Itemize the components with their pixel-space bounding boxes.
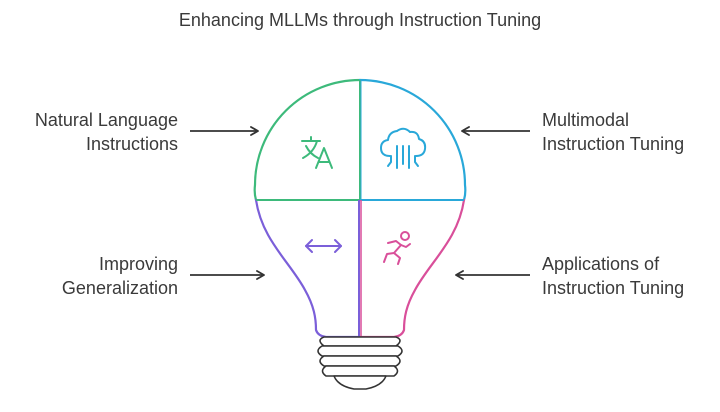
label-line: Multimodal [542,110,630,130]
label-line: Instruction Tuning [542,134,685,154]
bulb-quadrant-bottom-right [358,198,466,339]
label-line: Improving [98,254,178,274]
translate-icon [301,136,333,169]
bulb-quadrant-top-right [358,78,467,202]
diagram-title: Enhancing MLLMs through Instruction Tuni… [178,10,542,30]
label-line: Applications of [542,254,660,274]
label-natural-language-instructions: Natural Language Instructions [0,108,178,156]
bulb-quadrant-bottom-left [254,198,362,339]
label-line: Instructions [85,134,178,154]
label-applications-of-instruction-tuning: Applications of Instruction Tuning [542,252,720,300]
bulb-base [317,336,403,390]
label-line: Instruction Tuning [542,278,685,298]
label-improving-generalization: Improving Generalization [0,252,178,300]
horizontal-arrows-icon [305,239,342,253]
person-activity-icon [383,231,411,265]
label-multimodal-instruction-tuning: Multimodal Instruction Tuning [542,108,720,156]
bulb-quadrant-top-left [253,78,362,202]
label-line: Generalization [61,278,178,298]
cloud-circuit-icon [380,127,427,169]
label-line: Natural Language [34,110,178,130]
